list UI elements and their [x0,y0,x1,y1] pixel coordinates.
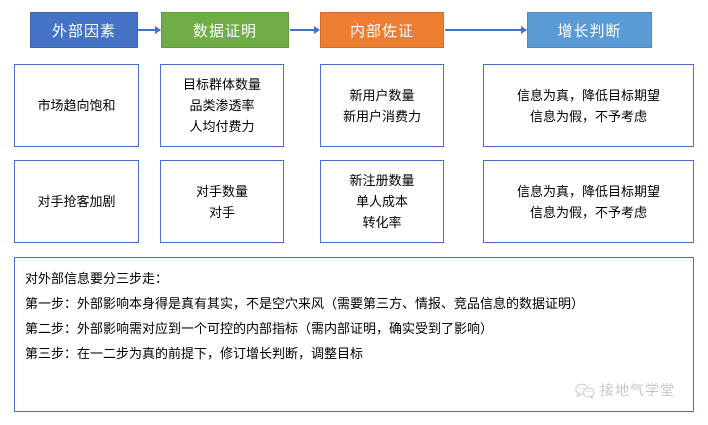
cell-row1-col4: 信息为真，降低目标期望 信息为假，不予考虑 [483,64,694,147]
cell-line: 信息为真，降低目标期望 [516,87,660,103]
cell-row2-col2: 对手数量 对手 [160,160,284,243]
stage-box-data-proof: 数据证明 [161,12,289,48]
cell-line: 人均付费力 [189,119,255,134]
stage-box-internal-evidence: 内部佐证 [320,12,444,48]
wechat-icon [575,383,595,399]
cell-row1-col3: 新用户数量 新用户消费力 [320,64,444,147]
cell-line: 品类渗透率 [189,98,255,113]
watermark-text: 接地气学堂 [600,382,675,398]
arrow-icon-stage2-to-stage3 [290,26,320,34]
cell-line: 市场趋向饱和 [37,98,116,113]
watermark: 接地气学堂 [575,378,675,403]
stage-box-growth-judgement: 增长判断 [527,12,652,48]
cell-line: 对手 [208,204,235,220]
note-line: 第二步：外部影响需对应到一个可控的内部指标（需内部证明，确实受到了影响） [25,321,494,336]
cell-line: 信息为假，不予考虑 [529,204,647,220]
cell-line: 目标群体数量 [182,77,261,92]
cell-line: 新用户数量 [349,87,415,103]
cell-row1-col2: 目标群体数量 品类渗透率 人均付费力 [160,64,284,147]
arrow-icon-stage3-to-stage4 [445,26,527,34]
stage-label: 内部佐证 [349,22,414,40]
cell-line: 单人成本 [355,194,408,209]
arrow-icon-stage1-to-stage2 [138,26,161,34]
cell-line: 对手抢客加剧 [37,194,116,209]
cell-line: 转化率 [362,215,402,230]
note-line: 第一步：外部影响本身得是真有其实，不是空穴来风（需要第三方、情报、竞品信息的数据… [25,296,585,311]
stage-box-external-factors: 外部因素 [30,12,138,48]
cell-line: 信息为真，降低目标期望 [516,183,660,199]
cell-line: 对手数量 [195,183,248,199]
cell-row2-col3: 新注册数量 单人成本 转化率 [320,160,444,243]
cell-line: 信息为假，不予考虑 [529,108,647,124]
cell-row2-col4: 信息为真，降低目标期望 信息为假，不予考虑 [483,160,694,243]
cell-line: 新注册数量 [349,173,415,188]
cell-row1-col1: 市场趋向饱和 [14,64,139,147]
stage-label: 外部因素 [51,22,116,40]
cell-row2-col1: 对手抢客加剧 [14,160,139,243]
note-line: 第三步：在一二步为真的前提下，修订增长判断，调整目标 [25,346,364,361]
stage-label: 增长判断 [557,22,622,40]
note-line: 对外部信息要分三步走： [25,271,169,286]
cell-line: 新用户消费力 [342,108,421,124]
note-panel: 对外部信息要分三步走： 第一步：外部影响本身得是真有其实，不是空穴来风（需要第三… [14,257,694,412]
stage-label: 数据证明 [192,22,257,40]
